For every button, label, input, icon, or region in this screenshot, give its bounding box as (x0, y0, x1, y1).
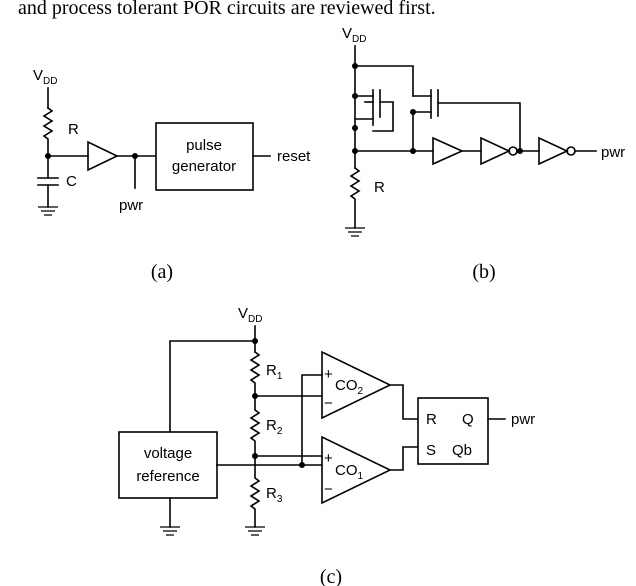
capacitor-label-a: C (66, 173, 77, 190)
ground-icon (345, 227, 365, 237)
ref-label-line1: voltage (144, 445, 192, 462)
inv-node-b (410, 148, 416, 154)
panel-c: VDD R1 R2 R3 voltage reference + − CO2 (118, 305, 535, 586)
co1-label: CO1 (335, 462, 364, 482)
caption-c: (c) (320, 566, 342, 586)
resistor-label-a: R (68, 121, 79, 138)
pulse-generator-block (155, 122, 254, 191)
latch-s-label: S (426, 442, 436, 459)
vdd-label-c: VDD (238, 305, 262, 325)
resistor-r-a (42, 106, 54, 157)
buffer-triangle-b (432, 136, 464, 166)
resistor-label-b: R (374, 179, 385, 196)
r1-label: R1 (266, 362, 283, 382)
voltage-reference-block (118, 431, 218, 499)
top-text-line: and process tolerant POR circuits are re… (18, 0, 436, 19)
ground-icon (38, 206, 58, 216)
latch-q-label: Q (462, 411, 474, 428)
resistor-r1 (249, 350, 261, 397)
inverter2-triangle (538, 136, 569, 166)
buffer-triangle-a (87, 140, 119, 172)
pmos2-node (410, 109, 416, 115)
pmos2-drain (412, 111, 432, 152)
co2-to-latch-wire (389, 384, 419, 420)
panel-a: VDD R C pwr pulse generator reset (a) (33, 67, 311, 283)
ref-to-co2-wire (301, 374, 323, 466)
r3-label: R3 (266, 485, 283, 505)
resistor-r2 (249, 395, 261, 457)
vdd-rail-b (354, 65, 414, 97)
r2-label: R2 (266, 417, 283, 437)
block-label-line2: generator (172, 158, 236, 175)
resistor-r-b (349, 166, 361, 229)
co1-to-latch-wire (389, 446, 419, 471)
ref-supply-wire (169, 340, 256, 433)
reset-label: reset (277, 148, 311, 165)
comparator-co1 (321, 435, 392, 505)
block-label-line1: pulse (186, 137, 222, 154)
panel-b: VDD R p (342, 25, 625, 283)
co2-plus: + (324, 366, 333, 383)
inverter1-triangle (480, 136, 511, 166)
pmos1-gate-conn (372, 101, 394, 132)
pwr-label-c: pwr (511, 411, 535, 428)
vdd-node-b1 (352, 63, 358, 69)
co2-label: CO2 (335, 377, 364, 397)
pmos2-gate-feedback (437, 102, 521, 152)
resistor-r3 (249, 455, 261, 528)
co1-minus: − (324, 481, 333, 498)
ground-icon (245, 526, 265, 536)
pwr-label-b: pwr (601, 144, 625, 161)
latch-r-label: R (426, 411, 437, 428)
feedback-node-b (517, 148, 523, 154)
latch-qb-label: Qb (452, 442, 472, 459)
co2-minus: − (324, 395, 333, 412)
vdd-label-b: VDD (342, 25, 366, 45)
pmos1-node (352, 125, 358, 131)
ground-icon (160, 526, 180, 536)
caption-b: (b) (472, 261, 495, 283)
caption-a: (a) (151, 261, 173, 283)
sr-latch-block (417, 397, 489, 465)
vdd-label-a: VDD (33, 67, 57, 87)
ref-label-line2: reference (136, 468, 199, 485)
pwr-label-a: pwr (119, 197, 143, 214)
comparator-co2 (321, 350, 392, 420)
co1-plus: + (324, 450, 333, 467)
